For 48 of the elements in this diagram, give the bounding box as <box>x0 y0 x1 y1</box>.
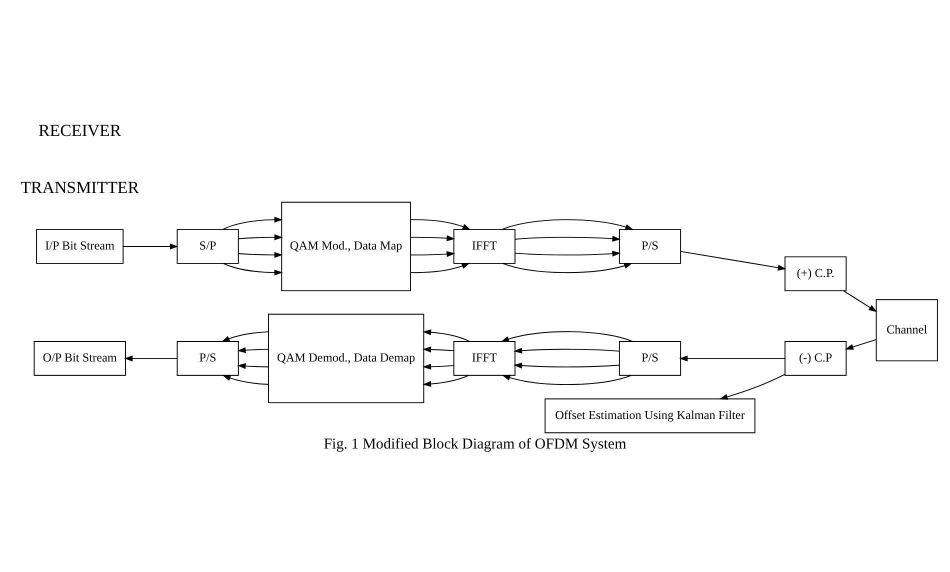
node-box: QAM Mod., Data Map <box>281 202 412 292</box>
node-box: S/P <box>176 229 239 264</box>
arrow <box>422 364 454 370</box>
arrow <box>422 329 470 342</box>
node-box: IFFT <box>453 341 516 376</box>
arrow <box>502 374 632 385</box>
arrow <box>223 263 283 276</box>
arrow <box>238 252 283 258</box>
arrow <box>237 363 269 370</box>
arrow <box>514 362 620 369</box>
node-box: QAM Demod., Data Demap <box>268 314 424 404</box>
node-box: P/S <box>176 341 239 376</box>
node-box: Offset Estimation Using Kalman Filter <box>544 398 756 434</box>
node-box: Channel <box>876 299 938 362</box>
arrow <box>842 290 878 312</box>
arrow <box>422 346 454 352</box>
arrow <box>222 216 283 230</box>
arrow <box>410 235 456 242</box>
node-box: (-) C.P <box>784 341 847 376</box>
arrow <box>410 219 471 230</box>
node-box: O/P Bit Stream <box>34 341 126 376</box>
arrow <box>237 347 269 354</box>
node-box: IFFT <box>453 229 516 264</box>
node-box: (+) C.P. <box>784 256 847 292</box>
caption: Fig. 1 Modified Block Diagram of OFDM System <box>324 436 626 453</box>
arrow <box>514 236 621 242</box>
node-box: I/P Bit Stream <box>36 229 124 264</box>
arrow <box>422 375 470 387</box>
arrow <box>501 219 634 230</box>
arrow <box>680 250 786 271</box>
arrow <box>514 250 621 257</box>
arrow <box>123 244 178 250</box>
arrow <box>124 355 178 362</box>
arrow <box>502 262 633 274</box>
arrow <box>500 331 633 342</box>
label: TRANSMITTER <box>20 178 140 198</box>
label: RECEIVER <box>38 120 122 140</box>
arrow <box>238 234 283 240</box>
arrow <box>679 355 786 362</box>
arrow <box>221 331 269 342</box>
node-box: P/S <box>618 229 682 264</box>
arrow <box>844 339 876 350</box>
arrow <box>410 251 456 258</box>
arrow <box>410 262 470 274</box>
arrow <box>514 348 620 354</box>
node-box: P/S <box>618 341 682 376</box>
arrow <box>222 374 269 385</box>
arrow <box>719 374 786 400</box>
